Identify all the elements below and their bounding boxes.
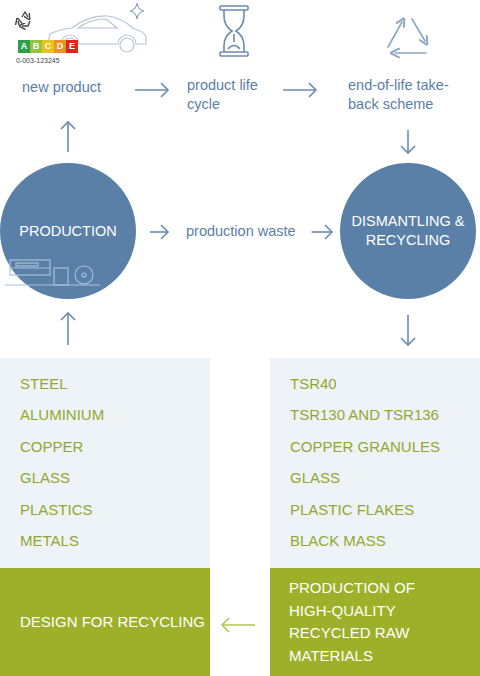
material-item: TSR130 AND TSR136 [270, 399, 480, 430]
step-label: product life cycle [187, 76, 267, 114]
hourglass-glass [224, 10, 244, 52]
stage-band: PRODUCTION OF HIGH-QUALITY RECYCLED RAW … [270, 568, 480, 676]
flow-arrow [401, 130, 415, 153]
hourglass-icon [220, 6, 248, 56]
circle-fill [340, 163, 476, 299]
material-item: PLASTICS [0, 494, 210, 525]
energy-class-letter: B [30, 40, 42, 53]
arrow-head [401, 146, 415, 153]
flow-arrow [283, 83, 316, 97]
energy-bar [54, 40, 66, 53]
energy-bar [66, 40, 78, 53]
circle-text-area: PRODUCTION [0, 163, 136, 299]
arrow-line [222, 624, 255, 626]
material-item: GLASS [270, 462, 480, 493]
flow-step: production waste [186, 222, 296, 241]
arrow-line [407, 315, 409, 345]
material-item: GLASS [0, 462, 210, 493]
arrow-head [161, 83, 168, 97]
step-label: production waste [186, 222, 296, 241]
material-item: BLACK MASS [270, 525, 480, 556]
hourglass-sand [228, 34, 240, 49]
step-label: new product [22, 78, 101, 97]
arrow-line [67, 122, 69, 152]
recycle-mini-icon [18, 12, 30, 26]
car-wheel [63, 38, 77, 52]
material-item: ALUMINIUM [0, 399, 210, 430]
circle-outline [340, 163, 476, 299]
flow-arrow [401, 315, 415, 345]
material-item: STEEL [0, 368, 210, 399]
stage-circle: PRODUCTION [0, 163, 136, 299]
recycle-arrow [388, 22, 402, 47]
flow-step: new product [22, 78, 101, 97]
stage-circle: DISMANTLING & RECYCLING [340, 163, 476, 299]
energy-bar [18, 40, 30, 53]
flow-arrow [222, 618, 255, 632]
material-item: COPPER [0, 431, 210, 462]
flow-step: end-of-life take-back scheme [348, 76, 468, 114]
band-label: DESIGN FOR RECYCLING [20, 611, 206, 634]
recycle-arrow [22, 21, 30, 26]
arrow-head [61, 313, 75, 320]
step-label: end-of-life take-back scheme [348, 76, 468, 114]
car-wheel [120, 38, 134, 52]
stage-band: DESIGN FOR RECYCLING [0, 568, 210, 676]
circle-fill [0, 163, 136, 299]
arrow-line [407, 130, 409, 153]
sparkle-icon [130, 3, 144, 19]
flow-arrow [150, 225, 168, 239]
flow-arrow [61, 122, 75, 152]
energy-bar [42, 40, 54, 53]
hourglass-cap [220, 52, 248, 56]
arrow-line [67, 313, 69, 345]
arrow-head [61, 122, 75, 129]
arrow-head [325, 225, 332, 239]
recycle-arrow [22, 12, 28, 17]
flow-arrow [61, 313, 75, 345]
flow-step: product life cycle [187, 76, 267, 114]
material-list-box: TSR40TSR130 AND TSR136COPPER GRANULESGLA… [270, 358, 480, 568]
energy-class-letter: D [54, 40, 66, 53]
car-body [48, 16, 146, 44]
product-code: 0-003-123245 [16, 56, 76, 66]
arrow-line [150, 231, 168, 233]
arrow-line [312, 231, 332, 233]
hourglass-cap [220, 6, 248, 10]
band-label: PRODUCTION OF HIGH-QUALITY RECYCLED RAW … [289, 577, 449, 667]
material-list-box: STEELALUMINIUMCOPPERGLASSPLASTICSMETALS [0, 358, 210, 568]
recycle-icon [388, 19, 426, 53]
arrow-head [309, 83, 316, 97]
recycle-arrow [18, 21, 19, 25]
arrow-head [401, 338, 415, 345]
flow-arrow [135, 83, 168, 97]
energy-class-letter: E [66, 40, 78, 53]
material-item: COPPER GRANULES [270, 431, 480, 462]
circle-text-area: DISMANTLING & RECYCLING [340, 163, 476, 299]
arrow-head [222, 618, 229, 632]
material-item: TSR40 [270, 368, 480, 399]
stage-title: DISMANTLING & RECYCLING [344, 212, 472, 250]
arrow-head [161, 225, 168, 239]
stage-title: PRODUCTION [3, 222, 133, 241]
energy-class-letter: A [18, 40, 30, 53]
material-item: METALS [0, 525, 210, 556]
car-window [78, 19, 117, 28]
arrow-line [135, 89, 168, 91]
arrow-line [283, 89, 316, 91]
material-item: PLASTIC FLAKES [270, 494, 480, 525]
recycle-arrow [395, 52, 426, 54]
energy-class-letter: C [42, 40, 54, 53]
recycle-arrow [412, 19, 425, 41]
energy-bar [30, 40, 42, 53]
flow-arrow [312, 225, 332, 239]
